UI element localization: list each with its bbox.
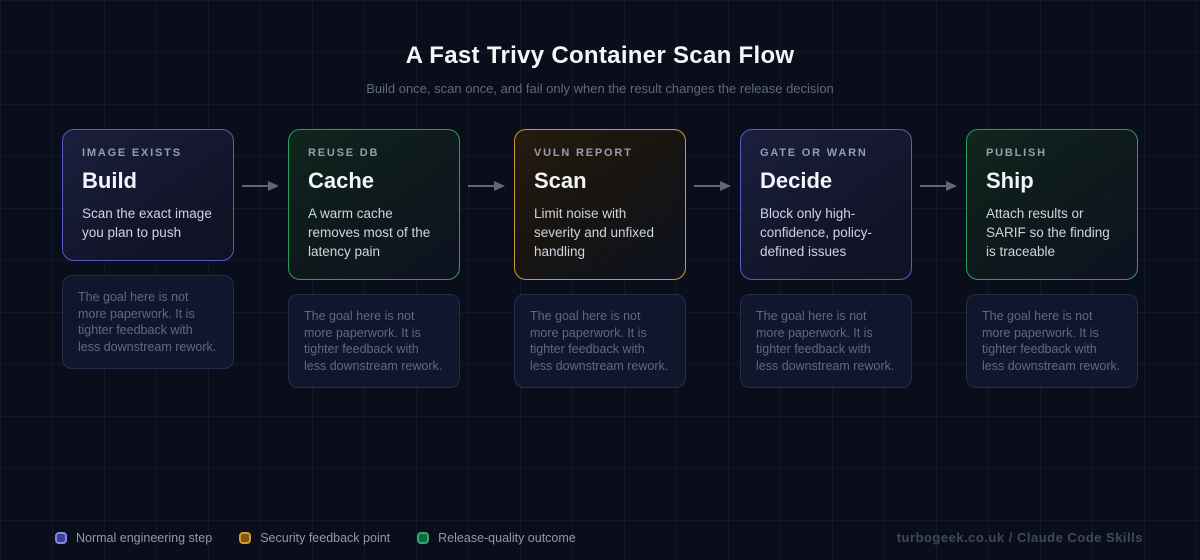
step-eyebrow: REUSE DB bbox=[308, 147, 380, 159]
arrow-right-icon bbox=[468, 181, 505, 191]
step-note: The goal here is not more paperwork. It … bbox=[62, 275, 234, 369]
flow-arrow bbox=[686, 180, 740, 192]
step-body: Attach results or SARIF so the finding i… bbox=[986, 206, 1110, 259]
arrow-right-icon bbox=[694, 181, 731, 191]
step-column-cache: REUSE DB Cache A warm cache removes most… bbox=[288, 129, 460, 388]
step-note: The goal here is not more paperwork. It … bbox=[966, 294, 1138, 388]
step-eyebrow: IMAGE EXISTS bbox=[82, 147, 182, 159]
step-title: Ship bbox=[986, 168, 1034, 193]
legend-swatch-indigo-icon bbox=[55, 531, 67, 544]
legend: Normal engineering step Security feedbac… bbox=[55, 531, 576, 545]
step-body: A warm cache removes most of the latency… bbox=[308, 206, 431, 259]
legend-item-normal-step: Normal engineering step bbox=[55, 531, 212, 545]
step-body: Scan the exact image you plan to push bbox=[82, 206, 212, 240]
flow-arrow bbox=[234, 180, 288, 192]
step-card-decide: GATE OR WARN Decide Block only high-conf… bbox=[740, 129, 912, 280]
step-title: Decide bbox=[760, 168, 833, 193]
header: A Fast Trivy Container Scan Flow Build o… bbox=[0, 0, 1200, 96]
step-title: Build bbox=[82, 168, 137, 193]
step-eyebrow: VULN REPORT bbox=[534, 147, 633, 159]
flow-arrow bbox=[912, 180, 966, 192]
legend-item-release-outcome: Release-quality outcome bbox=[417, 531, 576, 545]
step-column-ship: PUBLISH Ship Attach results or SARIF so … bbox=[966, 129, 1138, 388]
legend-swatch-green-icon bbox=[417, 531, 430, 544]
legend-item-security-point: Security feedback point bbox=[239, 531, 390, 545]
arrow-right-icon bbox=[242, 181, 279, 191]
step-body: Block only high-confidence, policy-defin… bbox=[760, 206, 872, 259]
step-card-build: IMAGE EXISTS Build Scan the exact image … bbox=[62, 129, 234, 261]
footer: Normal engineering step Security feedbac… bbox=[55, 530, 1143, 545]
step-title: Scan bbox=[534, 168, 587, 193]
step-card-cache: REUSE DB Cache A warm cache removes most… bbox=[288, 129, 460, 280]
step-note: The goal here is not more paperwork. It … bbox=[740, 294, 912, 388]
page-title: A Fast Trivy Container Scan Flow bbox=[405, 42, 795, 69]
step-card-ship: PUBLISH Ship Attach results or SARIF so … bbox=[966, 129, 1138, 280]
step-column-scan: VULN REPORT Scan Limit noise with severi… bbox=[514, 129, 686, 388]
step-body: Limit noise with severity and unfixed ha… bbox=[534, 206, 655, 259]
flow-row: IMAGE EXISTS Build Scan the exact image … bbox=[0, 129, 1200, 388]
step-column-decide: GATE OR WARN Decide Block only high-conf… bbox=[740, 129, 912, 388]
page-subtitle: Build once, scan once, and fail only whe… bbox=[366, 81, 834, 96]
step-eyebrow: GATE OR WARN bbox=[760, 147, 868, 159]
step-title: Cache bbox=[308, 168, 375, 193]
legend-swatch-amber-icon bbox=[239, 531, 252, 544]
legend-label: Normal engineering step bbox=[76, 530, 213, 545]
legend-label: Security feedback point bbox=[260, 530, 391, 545]
flow-arrow bbox=[460, 180, 514, 192]
step-column-build: IMAGE EXISTS Build Scan the exact image … bbox=[62, 129, 234, 369]
step-note: The goal here is not more paperwork. It … bbox=[514, 294, 686, 388]
step-note: The goal here is not more paperwork. It … bbox=[288, 294, 460, 388]
legend-label: Release-quality outcome bbox=[438, 530, 576, 545]
step-card-scan: VULN REPORT Scan Limit noise with severi… bbox=[514, 129, 686, 280]
footer-credit: turbogeek.co.uk / Claude Code Skills bbox=[896, 530, 1143, 545]
step-eyebrow: PUBLISH bbox=[986, 147, 1047, 159]
arrow-right-icon bbox=[920, 181, 957, 191]
